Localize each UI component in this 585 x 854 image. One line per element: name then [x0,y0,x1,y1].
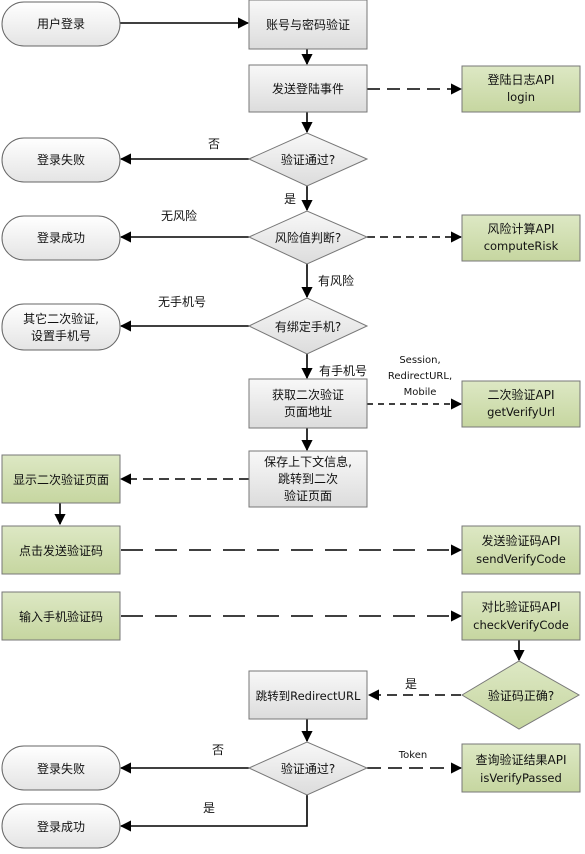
api-check-verify-code [461,591,581,641]
text-verify-url-api-2: getVerifyUrl [487,405,555,419]
decision-risk-judge [247,210,369,265]
terminal-login-fail-2 [1,745,121,791]
api-compute-risk [461,214,581,262]
process-send-login-event [248,64,368,113]
text-login-success-2: 登录成功 [37,819,85,834]
text-user-login: 用户登录 [37,16,85,31]
text-check-code-api-1: 对比验证码API [482,599,561,614]
process-get-verify-url [248,378,368,429]
text-send-code-api-2: sendVerifyCode [476,552,566,566]
text-login-success-1: 登录成功 [37,230,85,245]
api-send-verify-code [461,525,581,575]
text-input-code: 输入手机验证码 [19,609,103,624]
label-token: Token [398,750,427,761]
api-login-log [461,65,581,113]
terminal-login-success-1 [1,215,121,261]
text-verify-url-api-1: 二次验证API [488,387,555,402]
label-no-risk: 无风险 [161,208,197,223]
label-has-phone: 有手机号 [319,364,367,378]
terminal-other-verify [1,303,121,351]
text-query-api-2: isVerifyPassed [480,771,562,785]
api-get-verify-url [461,380,581,428]
process-click-send-code [1,525,121,575]
decision-verify-pass-1 [247,132,369,187]
process-redirect [248,670,368,720]
text-redirect: 跳转到RedirectURL [256,689,361,703]
label-yes-2: 是 [203,801,215,815]
text-save-context-1: 保存上下文信息, [264,454,352,469]
text-other-verify-1: 其它二次验证, [23,311,99,326]
text-get-verify-url-1: 获取二次验证 [272,387,344,402]
text-send-code-api-1: 发送验证码API [482,533,561,548]
text-other-verify-2: 设置手机号 [31,329,91,343]
text-code-correct: 验证码正确? [488,688,554,703]
text-bound-phone: 有绑定手机? [275,319,341,334]
text-account-verify: 账号与密码验证 [266,17,350,32]
terminal-login-success-2 [1,803,121,849]
text-save-context-2: 跳转到二次 [278,471,338,486]
text-risk-judge: 风险值判断? [275,230,341,245]
text-click-send-code: 点击发送验证码 [19,543,103,558]
label-param-redirect: RedirectURL, [388,371,452,382]
text-save-context-3: 验证页面 [284,488,332,503]
text-login-fail-1: 登录失败 [37,152,85,167]
text-check-code-api-2: checkVerifyCode [473,618,569,632]
label-no-2: 否 [212,743,224,757]
process-input-code [1,591,121,641]
text-login-fail-2: 登录失败 [37,761,85,776]
decision-verify-pass-2 [247,741,369,796]
text-risk-api-1: 风险计算API [488,221,555,236]
api-is-verify-passed [461,743,581,793]
label-no-phone: 无手机号 [158,295,206,309]
decision-code-correct [461,660,581,730]
text-query-api-1: 查询验证结果API [476,752,567,767]
label-no-1: 否 [208,137,220,151]
label-param-mobile: Mobile [404,387,437,398]
process-save-context [248,450,368,508]
label-has-risk: 有风险 [318,273,354,288]
label-yes-code: 是 [405,677,417,691]
text-get-verify-url-2: 页面地址 [284,405,332,419]
text-verify-pass-1: 验证通过? [281,152,335,167]
terminal-user-login [1,1,121,47]
text-login-log-api-1: 登陆日志API [488,72,555,87]
label-yes-1: 是 [284,192,296,206]
text-send-login-event: 发送登陆事件 [272,81,344,96]
terminal-login-fail-1 [1,137,121,183]
process-show-verify-page [1,454,121,504]
process-account-verify [248,0,368,50]
decision-bound-phone [247,297,369,355]
text-verify-pass-2: 验证通过? [281,761,335,776]
arrow-decision2-to-success [119,795,308,832]
text-risk-api-2: computeRisk [484,239,559,253]
text-login-log-api-2: login [507,90,535,104]
label-param-session: Session, [399,355,440,366]
text-show-verify-page: 显示二次验证页面 [13,472,109,487]
